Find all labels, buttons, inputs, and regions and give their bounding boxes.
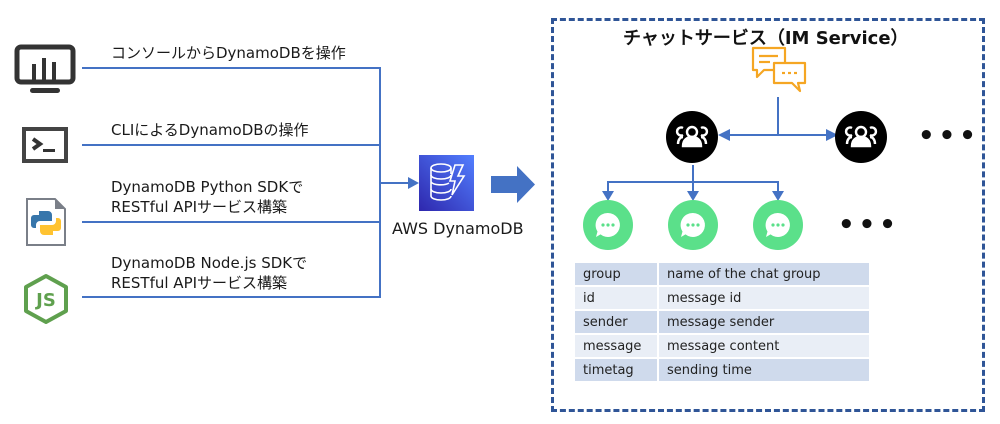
source-label-cli: CLIによるDynamoDBの操作 (111, 121, 309, 139)
svg-text:JS: JS (34, 290, 56, 311)
more-messages-ellipsis: ••• (838, 210, 900, 240)
arrowhead-down-icon (687, 191, 699, 201)
source-cli (22, 127, 68, 167)
field-description: message sender (659, 311, 869, 333)
group-node (835, 111, 887, 163)
source-console (14, 44, 76, 96)
connector-to-dynamodb (381, 182, 411, 184)
message-node (753, 200, 803, 250)
table-row: id message id (575, 287, 869, 309)
connector-msg-2 (692, 181, 694, 193)
table-row: sender message sender (575, 311, 869, 333)
field-description: name of the chat group (659, 263, 869, 285)
connector-msg-3 (777, 181, 779, 193)
dynamodb-icon (419, 155, 474, 211)
dynamodb-label: AWS DynamoDB (392, 219, 524, 238)
connector-console (82, 67, 381, 69)
im-service-title: チャットサービス（IM Service） (623, 28, 909, 49)
connector-python (82, 221, 381, 223)
terminal-icon (22, 127, 68, 163)
table-row: message message content (575, 335, 869, 357)
field-name: timetag (575, 359, 657, 381)
chat-bubbles-icon (751, 46, 807, 93)
table-row: timetag sending time (575, 359, 869, 381)
field-description: message id (659, 287, 869, 309)
monitor-chart-icon (14, 44, 76, 93)
connector-bus (379, 67, 381, 298)
flow-arrow-icon (491, 166, 535, 203)
connector-msg-1 (607, 181, 609, 193)
message-node (583, 200, 633, 250)
message-node (668, 200, 718, 250)
connector-groups (726, 134, 830, 136)
source-nodejs: JS (22, 273, 70, 329)
source-label-python: DynamoDB Python SDKで RESTful APIサービス構築 (111, 178, 304, 216)
field-name: message (575, 335, 657, 357)
python-file-icon (26, 198, 66, 246)
arrowhead-down-icon (772, 191, 784, 201)
more-groups-ellipsis: ••• (918, 121, 980, 151)
dynamodb-service (419, 155, 474, 211)
arrowhead-icon (408, 177, 419, 189)
connector-group-trunk (692, 165, 694, 183)
users-icon (675, 125, 709, 148)
arrowhead-right-icon (826, 129, 838, 141)
arrowhead-down-icon (602, 191, 614, 201)
source-python (25, 197, 67, 251)
nodejs-icon: JS (24, 274, 68, 324)
field-name: id (575, 287, 657, 309)
connector-service-trunk (777, 97, 779, 135)
table-row: group name of the chat group (575, 263, 869, 285)
field-name: group (575, 263, 657, 285)
arrowhead-left-icon (718, 129, 730, 141)
message-schema-table: group name of the chat group id message … (573, 261, 871, 383)
source-label-nodejs: DynamoDB Node.js SDKで RESTful APIサービス構築 (111, 254, 308, 292)
users-icon (844, 125, 878, 148)
connector-nodejs (82, 296, 381, 298)
field-description: sending time (659, 359, 869, 381)
field-name: sender (575, 311, 657, 333)
group-node (666, 111, 718, 163)
im-service-container (551, 18, 985, 412)
field-description: message content (659, 335, 869, 357)
source-label-console: コンソールからDynamoDBを操作 (111, 44, 346, 62)
connector-cli (82, 144, 381, 146)
